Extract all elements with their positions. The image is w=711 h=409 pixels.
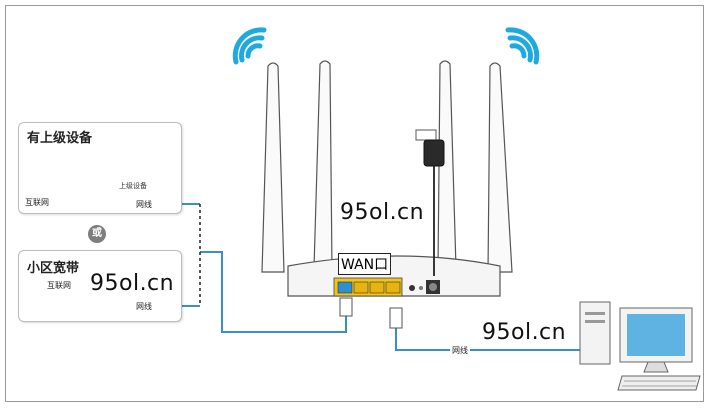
cable-label-upstream: 网线 [134,199,154,210]
power-adapter-icon [415,129,445,276]
router-antennas [261,60,513,273]
watermark-3: 95ol.cn [482,320,567,345]
or-badge: 或 [88,225,106,243]
upstream-device-title: 有上级设备 [27,131,93,146]
router-icon [287,255,501,297]
watermark-1: 95ol.cn [340,200,425,225]
cable-to-wan [200,251,347,333]
wifi-signal-left-icon [232,27,267,65]
computer-icon [579,301,701,391]
broadband-internet-label: 互联网 [47,281,71,290]
diagram-frame [5,5,704,402]
wifi-signal-right-icon [505,27,540,65]
upstream-device-label: 上级设备 [119,182,147,190]
upstream-internet-label: 互联网 [25,198,49,207]
upstream-device-box: 有上级设备 上级设备 互联网 [18,122,182,214]
cable-label-pc: 网线 [450,345,470,356]
ethernet-plugs [339,297,403,329]
cable-label-broadband: 网线 [134,301,154,312]
wan-port-label: WAN口 [338,253,392,275]
watermark-2: 95ol.cn [90,271,175,296]
broadband-title: 小区宽带 [27,261,80,276]
